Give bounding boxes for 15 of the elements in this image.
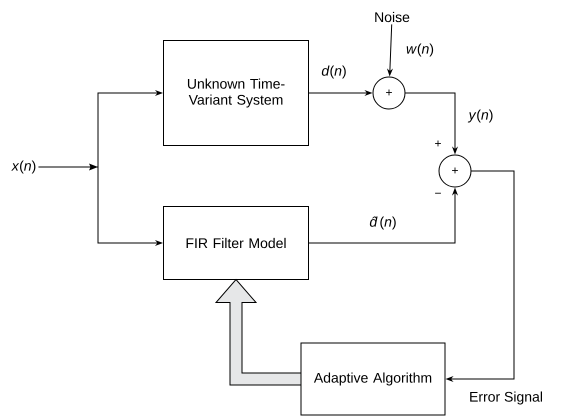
signal-label: x(n) xyxy=(11,160,36,174)
broad-arrow xyxy=(214,278,302,386)
process-box: Unknown Time-Variant System xyxy=(163,40,309,146)
summing-junction: + xyxy=(372,76,406,110)
edge-label: d(n) xyxy=(322,65,346,79)
signal-label: Noise xyxy=(375,12,410,22)
edge-label: w(n) xyxy=(406,43,434,57)
summing-junction: + xyxy=(438,154,472,188)
process-box: FIR Filter Model xyxy=(163,206,309,280)
edge-label: Error Signal xyxy=(470,391,542,404)
sign-label: + xyxy=(435,140,441,146)
edge-label: d̂(n) xyxy=(370,216,396,230)
sign-label: − xyxy=(435,192,441,194)
process-box: Adaptive Algorithm xyxy=(300,342,446,416)
edge-label: y(n) xyxy=(468,109,493,123)
